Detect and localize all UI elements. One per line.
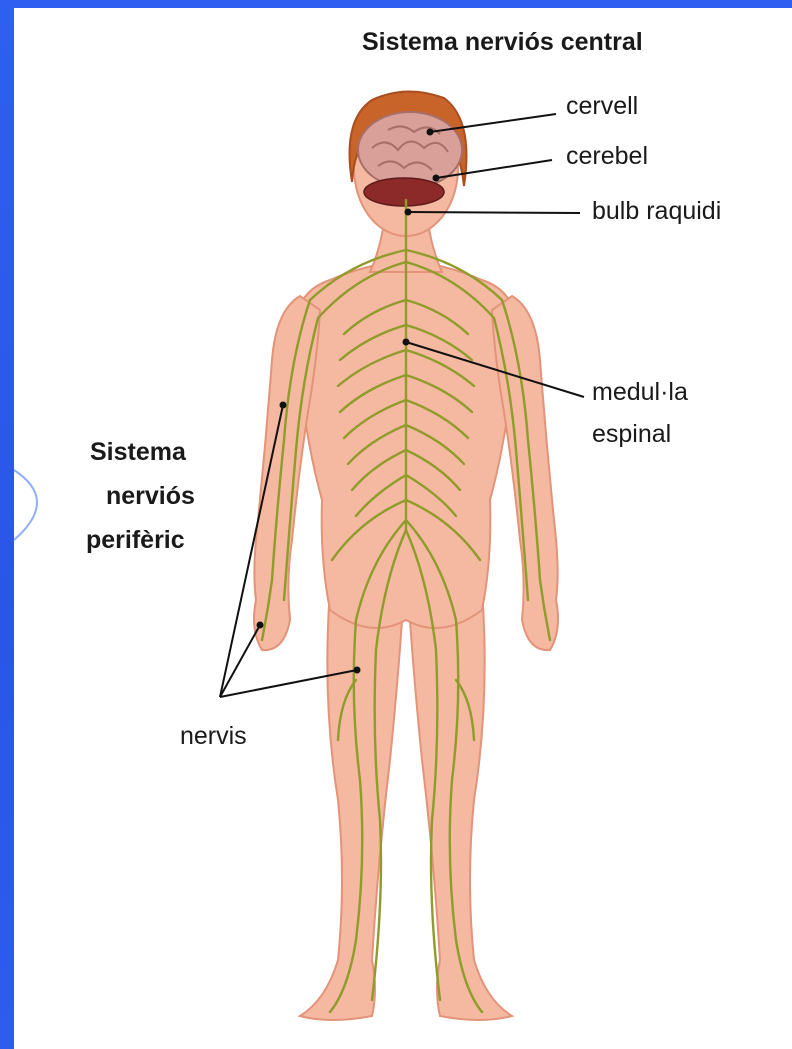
- title-peripheral-line2: nerviós: [106, 482, 195, 511]
- label-bulb-raquidi: bulb raquidi: [592, 197, 721, 226]
- label-medulla-line2: espinal: [592, 420, 671, 449]
- cerebellum: [364, 178, 444, 206]
- label-cerebel: cerebel: [566, 142, 648, 171]
- title-central-nervous-system: Sistema nerviós central: [362, 28, 643, 57]
- title-peripheral-line1: Sistema: [90, 438, 186, 467]
- label-cervell: cervell: [566, 92, 638, 121]
- label-nervis: nervis: [180, 722, 247, 751]
- label-medulla-line1: medul·la: [592, 378, 688, 407]
- title-peripheral-line3: perifèric: [86, 526, 185, 555]
